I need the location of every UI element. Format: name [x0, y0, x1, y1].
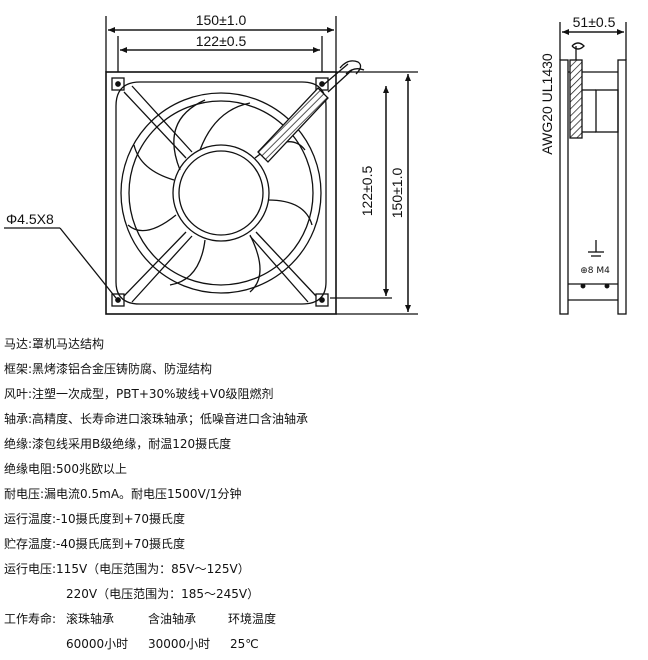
- ground-label: ⊕8 M4: [580, 266, 610, 276]
- spec-label: 贮存温度:: [4, 537, 57, 551]
- spec-value: -40摄氏底到+70摄氏度: [56, 537, 185, 551]
- spec-value: 罩机马达结构: [32, 337, 105, 351]
- spec-label: 轴承:: [4, 412, 33, 426]
- life-value-sleeve: 30000小时: [148, 637, 211, 651]
- spec-line-resistance: 绝缘电阻:500兆欧以上: [4, 461, 127, 477]
- spec-label: 耐电压:: [4, 487, 45, 501]
- hole-spec-label: Φ4.5X8: [6, 211, 54, 227]
- spec-value: 漆包线采用B级绝缘，耐温120摄氏度: [32, 437, 232, 451]
- life-value-temp: 25℃: [230, 637, 259, 651]
- spec-line-voltage-220: 220V（电压范围为：185～245V）: [66, 587, 260, 601]
- spec-line-operating-voltage: 运行电压:115V（电压范围为：85V～125V）: [4, 561, 250, 577]
- fan-technical-drawing: 150±1.0 122±0.5 122±0.5 150±1.0 Φ4.5X8 5…: [4, 12, 627, 315]
- front-view: [4, 16, 418, 315]
- spec-value: 115V（电压范围为：85V～125V）: [56, 562, 250, 576]
- dim-front-inner-height: 122±0.5: [359, 166, 375, 217]
- spec-line-frame: 框架:黑烤漆铝合金压铸防腐、防湿结构: [4, 361, 212, 377]
- spec-value: 500兆欧以上: [56, 462, 127, 476]
- spec-value: 注塑一次成型，PBT+30%玻线+V0级阻燃剂: [32, 387, 274, 401]
- spec-line-motor: 马达:罩机马达结构: [4, 336, 104, 352]
- spec-value: 黑烤漆铝合金压铸防腐、防湿结构: [32, 362, 213, 376]
- spec-line-voltage-withstand: 耐电压:漏电流0.5mA。耐电压1500V/1分钟: [4, 486, 241, 502]
- dim-front-overall-width: 150±1.0: [196, 12, 247, 28]
- spec-label: 框架:: [4, 362, 33, 376]
- spec-value: 漏电流0.5mA。耐电压1500V/1分钟: [44, 487, 242, 501]
- spec-value: -10摄氏度到+70摄氏度: [56, 512, 185, 526]
- dim-front-overall-height: 150±1.0: [389, 168, 405, 219]
- spec-label: 运行温度:: [4, 512, 57, 526]
- life-label: 工作寿命:: [4, 612, 57, 626]
- spec-label: 风叶:: [4, 387, 33, 401]
- spec-label: 绝缘:: [4, 437, 33, 451]
- dim-side-depth: 51±0.5: [573, 14, 616, 30]
- dim-front-inner-width: 122±0.5: [196, 33, 247, 49]
- spec-label: 马达:: [4, 337, 33, 351]
- spec-label: 绝缘电阻:: [4, 462, 57, 476]
- spec-label: 运行电压:: [4, 562, 57, 576]
- wire-spec-label: AWG20 UL1430: [539, 53, 555, 155]
- life-value-ball: 60000小时: [66, 637, 129, 651]
- life-header-temp: 环境温度: [228, 612, 277, 626]
- spec-line-bearing: 轴承:高精度、长寿命进口滚珠轴承；低噪音进口含油轴承: [4, 411, 308, 427]
- side-view: [559, 22, 627, 315]
- spec-value: 高精度、长寿命进口滚珠轴承；低噪音进口含油轴承: [32, 412, 309, 426]
- spec-line-storage-temp: 贮存温度:-40摄氏底到+70摄氏度: [4, 536, 185, 552]
- life-header-ball: 滚珠轴承: [66, 612, 115, 626]
- spec-line-blade: 风叶:注塑一次成型，PBT+30%玻线+V0级阻燃剂: [4, 386, 273, 402]
- spec-line-insulation: 绝缘:漆包线采用B级绝缘，耐温120摄氏度: [4, 436, 231, 452]
- life-header-sleeve: 含油轴承: [148, 612, 197, 626]
- spec-line-operating-temp: 运行温度:-10摄氏度到+70摄氏度: [4, 511, 185, 527]
